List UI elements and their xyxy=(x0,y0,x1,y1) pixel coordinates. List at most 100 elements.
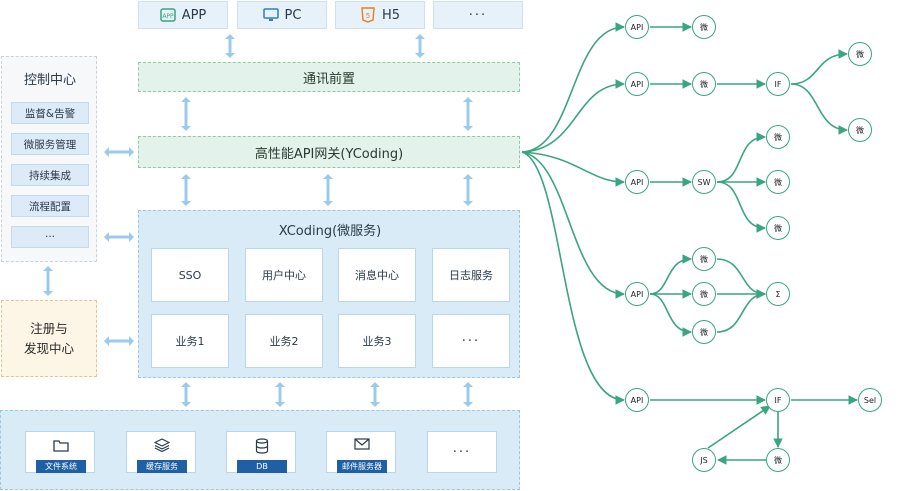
graph-link xyxy=(790,83,848,135)
graph-node-sel: Sel xyxy=(858,388,882,412)
graph-link xyxy=(521,151,625,405)
api-gateway-label: 高性能API网关(YCoding) xyxy=(254,146,404,162)
client-label: PC xyxy=(284,7,302,23)
app-icon: APP xyxy=(159,7,176,23)
graph-link xyxy=(521,22,625,153)
service-box: 用户中心 xyxy=(245,248,323,302)
registry-line1: 注册与 xyxy=(30,320,68,336)
graph-node-micro: 微 xyxy=(848,42,872,66)
storage-label: 文件系统 xyxy=(36,460,86,473)
client-label: APP xyxy=(181,7,207,23)
graph-node-api: API xyxy=(625,388,649,412)
client-more: ··· xyxy=(433,1,523,29)
control-center-panel: 控制中心 监督&告警 微服务管理 持续集成 流程配置 ··· xyxy=(1,56,97,262)
service-box: 日志服务 xyxy=(432,248,510,302)
html5-icon: 5 xyxy=(360,7,376,23)
mail-icon xyxy=(327,438,397,450)
storage-cache: 缓存服务 xyxy=(126,431,196,473)
control-item: 微服务管理 xyxy=(11,133,89,155)
graph-node-if: IF xyxy=(766,388,790,412)
client-app: APP APP xyxy=(138,1,228,29)
graph-node-micro: 微 xyxy=(692,282,716,306)
api-gateway-bar: 高性能API网关(YCoding) xyxy=(138,136,520,168)
graph-link xyxy=(521,151,625,187)
double-arrow xyxy=(43,266,53,296)
control-item: 监督&告警 xyxy=(11,102,89,124)
graph-node-api: API xyxy=(625,282,649,306)
graph-node-micro: 微 xyxy=(766,170,790,194)
graph-node-if: IF xyxy=(766,72,790,96)
storage-label: ··· xyxy=(452,444,472,460)
graph-node-micro: 微 xyxy=(692,247,716,271)
graph-link xyxy=(716,289,766,333)
client-label: H5 xyxy=(381,7,401,23)
double-arrow xyxy=(181,174,191,206)
graph-node-micro: 微 xyxy=(766,216,790,240)
double-arrow xyxy=(104,336,134,346)
client-label: ··· xyxy=(468,7,488,23)
xcoding-panel: XCoding(微服务) SSO 用户中心 消息中心 日志服务 业务1 业务2 … xyxy=(138,210,520,378)
double-arrow xyxy=(463,174,473,206)
service-box: 消息中心 xyxy=(338,248,416,302)
graph-node-micro: 微 xyxy=(692,15,716,39)
graph-node-sw: SW xyxy=(692,170,716,194)
double-arrow xyxy=(323,174,333,206)
svg-text:APP: APP xyxy=(162,13,174,20)
service-box: 业务2 xyxy=(245,314,323,368)
graph-link xyxy=(716,181,766,233)
double-arrow xyxy=(181,97,191,131)
storage-panel: 文件系统 缓存服务 DB 邮件服务器 ··· xyxy=(0,410,520,490)
storage-label: 邮件服务器 xyxy=(337,460,387,473)
double-arrow xyxy=(370,382,380,407)
graph-link xyxy=(649,254,692,295)
control-item: ··· xyxy=(11,226,89,248)
graph-link xyxy=(649,293,692,337)
double-arrow xyxy=(225,34,235,58)
client-h5: 5 H5 xyxy=(335,1,425,29)
double-arrow xyxy=(181,382,191,407)
storage-more: ··· xyxy=(427,431,497,473)
double-arrow xyxy=(104,232,134,242)
layers-icon xyxy=(127,438,197,452)
registry-line2: 发现中心 xyxy=(23,340,74,356)
folder-icon xyxy=(26,438,96,452)
graph-link xyxy=(716,258,766,299)
control-item: 流程配置 xyxy=(11,195,89,217)
service-box: 业务3 xyxy=(338,314,416,368)
svg-text:5: 5 xyxy=(366,12,370,20)
graph-node-api: API xyxy=(625,15,649,39)
graph-node-micro: 微 xyxy=(848,118,872,142)
double-arrow xyxy=(104,147,134,157)
graph-node-js: JS xyxy=(692,448,716,472)
graph-link xyxy=(521,79,625,153)
storage-label: 缓存服务 xyxy=(137,460,187,473)
double-arrow xyxy=(415,34,425,58)
graph-link xyxy=(716,132,766,183)
control-center-title: 控制中心 xyxy=(23,73,76,88)
service-box: 业务1 xyxy=(151,314,229,368)
storage-db: DB xyxy=(226,431,296,473)
monitor-icon xyxy=(262,7,279,23)
service-box: ··· xyxy=(432,314,510,368)
xcoding-title: XCoding(微服务) xyxy=(278,224,382,239)
graph-node-api: API xyxy=(625,72,649,96)
storage-file-system: 文件系统 xyxy=(25,431,95,473)
graph-link xyxy=(521,151,625,299)
double-arrow xyxy=(463,97,473,131)
graph-node-micro: 微 xyxy=(692,320,716,344)
client-pc: PC xyxy=(237,1,327,29)
double-arrow xyxy=(463,382,473,407)
graph-node-api: API xyxy=(625,170,649,194)
service-box: SSO xyxy=(151,248,229,302)
control-item: 持续集成 xyxy=(11,164,89,186)
graph-node-micro: 微 xyxy=(766,448,790,472)
graph-link xyxy=(790,49,848,85)
storage-label: DB xyxy=(237,460,287,473)
comm-front-label: 通讯前置 xyxy=(302,71,355,87)
registry-panel: 注册与 发现中心 xyxy=(1,300,97,377)
graph-node-micro: 微 xyxy=(692,72,716,96)
graph-node-sigma: Σ xyxy=(766,282,790,306)
graph-link xyxy=(707,405,771,449)
graph-node-micro: 微 xyxy=(766,125,790,149)
